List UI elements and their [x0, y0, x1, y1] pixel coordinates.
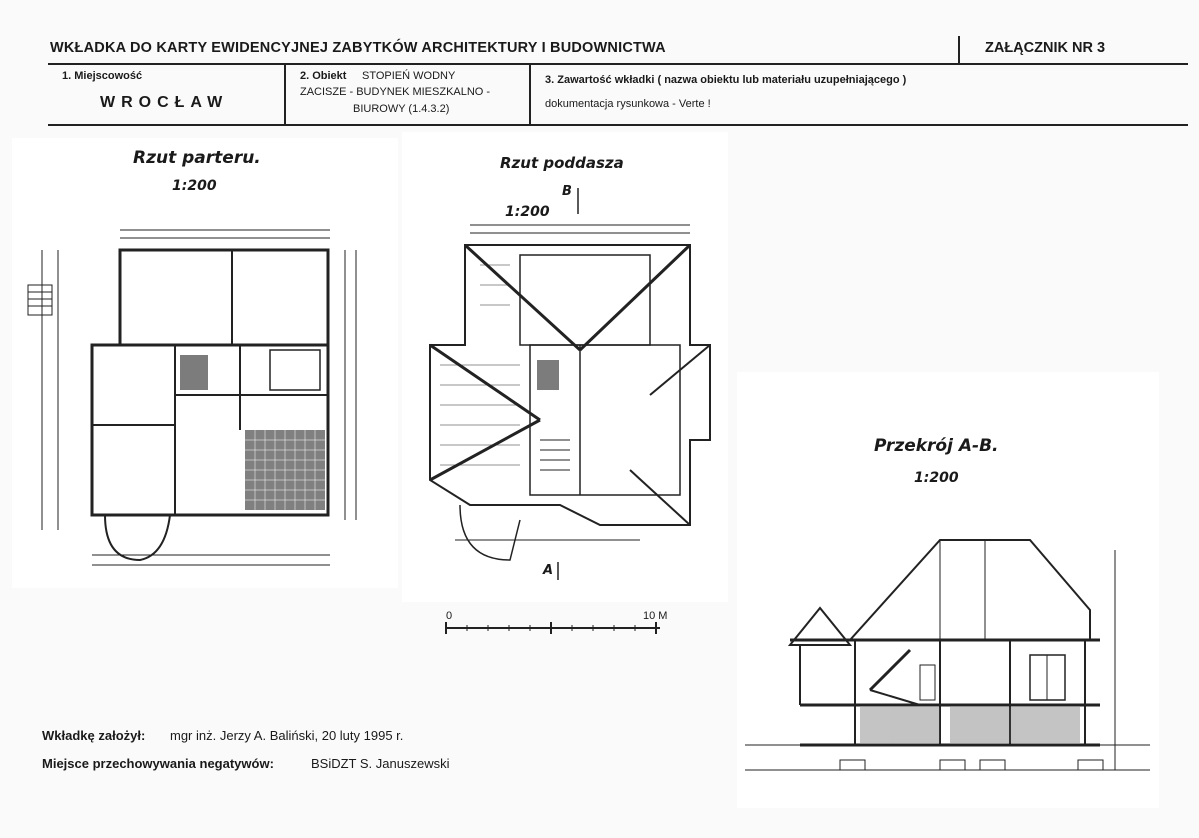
object-line-1: STOPIEŃ WODNY	[362, 70, 456, 82]
header-divider-1	[284, 64, 286, 125]
locality-value: WROCŁAW	[100, 94, 229, 111]
founder-value: mgr inż. Jerzy A. Baliński, 20 luty 1995…	[170, 728, 404, 743]
scalebar-end: 10 M	[643, 610, 668, 622]
locality-label: 1. Miejscowość	[62, 70, 143, 82]
object-label: 2. Obiekt	[300, 70, 347, 82]
scalebar-start: 0	[446, 610, 453, 622]
document-title: WKŁADKA DO KARTY EWIDENCYJNEJ ZABYTKÓW A…	[50, 40, 666, 56]
attic-title: Rzut poddasza	[500, 154, 624, 172]
section-panel	[737, 372, 1159, 808]
marker-a: A	[543, 563, 554, 578]
ground-floor-scale: 1:200	[172, 178, 217, 194]
content-label: 3. Zawartość wkładki ( nazwa obiektu lub…	[545, 74, 907, 86]
header-rule-bottom	[48, 124, 1188, 126]
object-line-2: ZACISZE - BUDYNEK MIESZKALNO -	[300, 86, 491, 98]
header-divider-2	[529, 64, 531, 125]
storage-value: BSiDZT S. Januszewski	[311, 756, 450, 771]
content-value: dokumentacja rysunkowa - Verte !	[545, 98, 711, 110]
object-line-3: BIUROWY (1.4.3.2)	[353, 103, 450, 115]
founder-label: Wkładkę założył:	[42, 728, 146, 743]
storage-label: Miejsce przechowywania negatywów:	[42, 756, 274, 771]
attic-scale: 1:200	[505, 204, 550, 220]
marker-b: B	[562, 184, 572, 199]
annex-label: ZAŁĄCZNIK NR 3	[985, 40, 1106, 56]
section-scale: 1:200	[914, 470, 959, 486]
ground-floor-title: Rzut parteru.	[133, 148, 261, 168]
section-title: Przekrój A-B.	[874, 436, 999, 456]
attic-panel	[402, 132, 728, 602]
header-rule-top	[48, 63, 1188, 65]
header-divider-annex	[958, 36, 960, 64]
